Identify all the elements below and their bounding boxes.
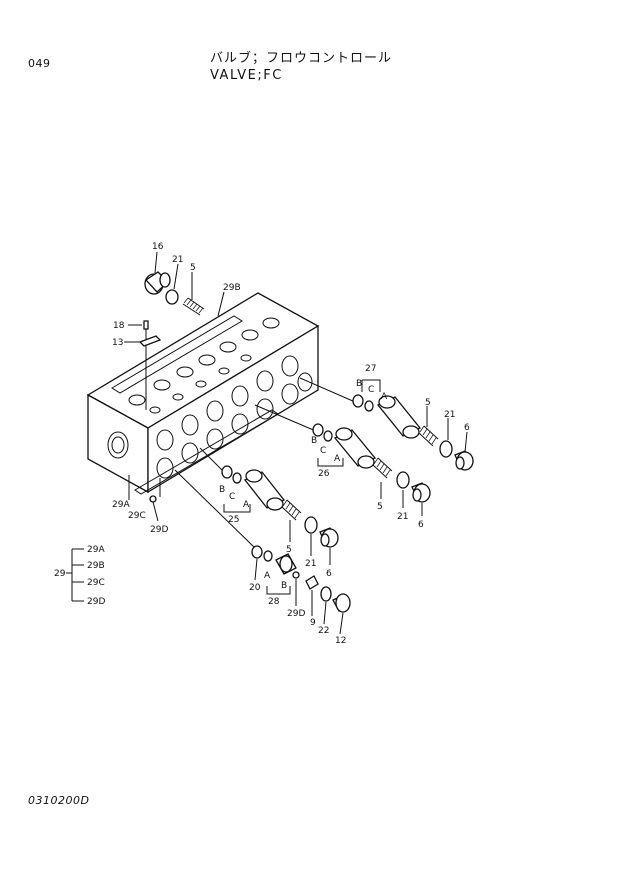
callout-12: 12 (335, 636, 346, 646)
top-ports (128, 317, 280, 414)
callout-5-right: 5 (425, 398, 431, 408)
group-label-29: 29 (54, 569, 66, 579)
part-25c (232, 472, 242, 484)
page-number: 049 (28, 57, 51, 70)
callout-5-lower: 5 (286, 545, 292, 555)
callout-27-c: C (368, 385, 374, 395)
callout-27-b: B (356, 379, 362, 389)
part-6-plug-lower (319, 527, 339, 548)
part-5-spring-lower (281, 499, 302, 521)
part-21-oring-middle (396, 471, 410, 489)
assembly-26 (312, 423, 377, 469)
part-16-plug (144, 271, 171, 295)
callout-22: 22 (318, 626, 329, 636)
callout-18: 18 (113, 321, 125, 331)
callout-28: 28 (268, 597, 280, 607)
assembly-28 (263, 550, 297, 595)
part-13-plate (124, 335, 162, 347)
callout-leaders (152, 251, 468, 635)
callout-9: 9 (310, 618, 316, 628)
part-27c (364, 400, 374, 412)
callout-29a: 29A (112, 500, 130, 510)
part-9-spring (305, 575, 319, 590)
plate-29c (134, 409, 279, 495)
callout-21-lower: 21 (305, 559, 316, 569)
valve-body-side-face (147, 324, 319, 494)
part-20-oring (251, 545, 263, 559)
title-japanese: バルブ；フロウコントロール (210, 51, 393, 66)
part-5-spring-top (182, 297, 205, 316)
callout-16: 16 (152, 242, 164, 252)
callout-6-right: 6 (464, 423, 470, 433)
group-item-29a: 29A (87, 545, 105, 555)
group-item-29d: 29D (87, 597, 105, 607)
callout-26-a: A (334, 454, 341, 464)
top-slot (111, 315, 243, 394)
part-25b (221, 465, 233, 479)
callout-25-a: A (243, 500, 250, 510)
callout-27-a: A (381, 392, 388, 402)
callout-26-b: B (311, 436, 317, 446)
part-27b (352, 394, 364, 408)
part-28a (263, 550, 273, 562)
callout-29d-lower: 29D (287, 609, 305, 619)
callout-13: 13 (112, 338, 123, 348)
callout-6-lower: 6 (326, 569, 332, 579)
part-18-pin (128, 320, 149, 330)
end-port (107, 431, 129, 459)
part-5-spring-right (418, 425, 439, 447)
part-5-spring-middle (372, 457, 393, 479)
group-item-29b: 29B (87, 561, 105, 571)
center-lines (128, 322, 363, 549)
part-21-oring-top (165, 289, 179, 305)
callout-28-b: B (281, 581, 287, 591)
callout-25-b: B (219, 485, 225, 495)
assembly-27 (352, 379, 422, 439)
callout-21-middle: 21 (397, 512, 408, 522)
callout-6-middle: 6 (418, 520, 424, 530)
part-29d-ball-body (149, 495, 157, 503)
part-21-oring-lower (304, 516, 318, 534)
title-english: VALVE;FC (210, 68, 283, 83)
callout-21-top: 21 (172, 255, 183, 265)
callout-21-right: 21 (444, 410, 455, 420)
assembly-25 (221, 465, 286, 513)
callout-28-a: A (264, 571, 271, 581)
callout-5-top: 5 (190, 263, 196, 273)
part-22-oring (320, 586, 332, 602)
part-26b (312, 423, 324, 437)
group-bracket (66, 548, 84, 602)
callout-20: 20 (249, 583, 261, 593)
callout-26-c: C (320, 446, 326, 456)
callout-29c: 29C (128, 511, 146, 521)
callout-25: 25 (228, 515, 239, 525)
callout-26: 26 (318, 469, 330, 479)
part-26c (323, 430, 333, 442)
group-item-29c: 29C (87, 578, 105, 588)
part-6-plug-middle (411, 482, 431, 503)
part-6-plug-right (454, 450, 474, 471)
callout-29d: 29D (150, 525, 168, 535)
part-21-oring-right (439, 440, 453, 458)
callout-5-middle: 5 (377, 502, 383, 512)
callout-27: 27 (365, 364, 376, 374)
callout-25-c: C (229, 492, 235, 502)
part-29d-ball (292, 571, 300, 579)
document-code: 0310200D (28, 794, 90, 807)
part-12-plug (332, 593, 351, 613)
callout-29b: 29B (223, 283, 241, 293)
